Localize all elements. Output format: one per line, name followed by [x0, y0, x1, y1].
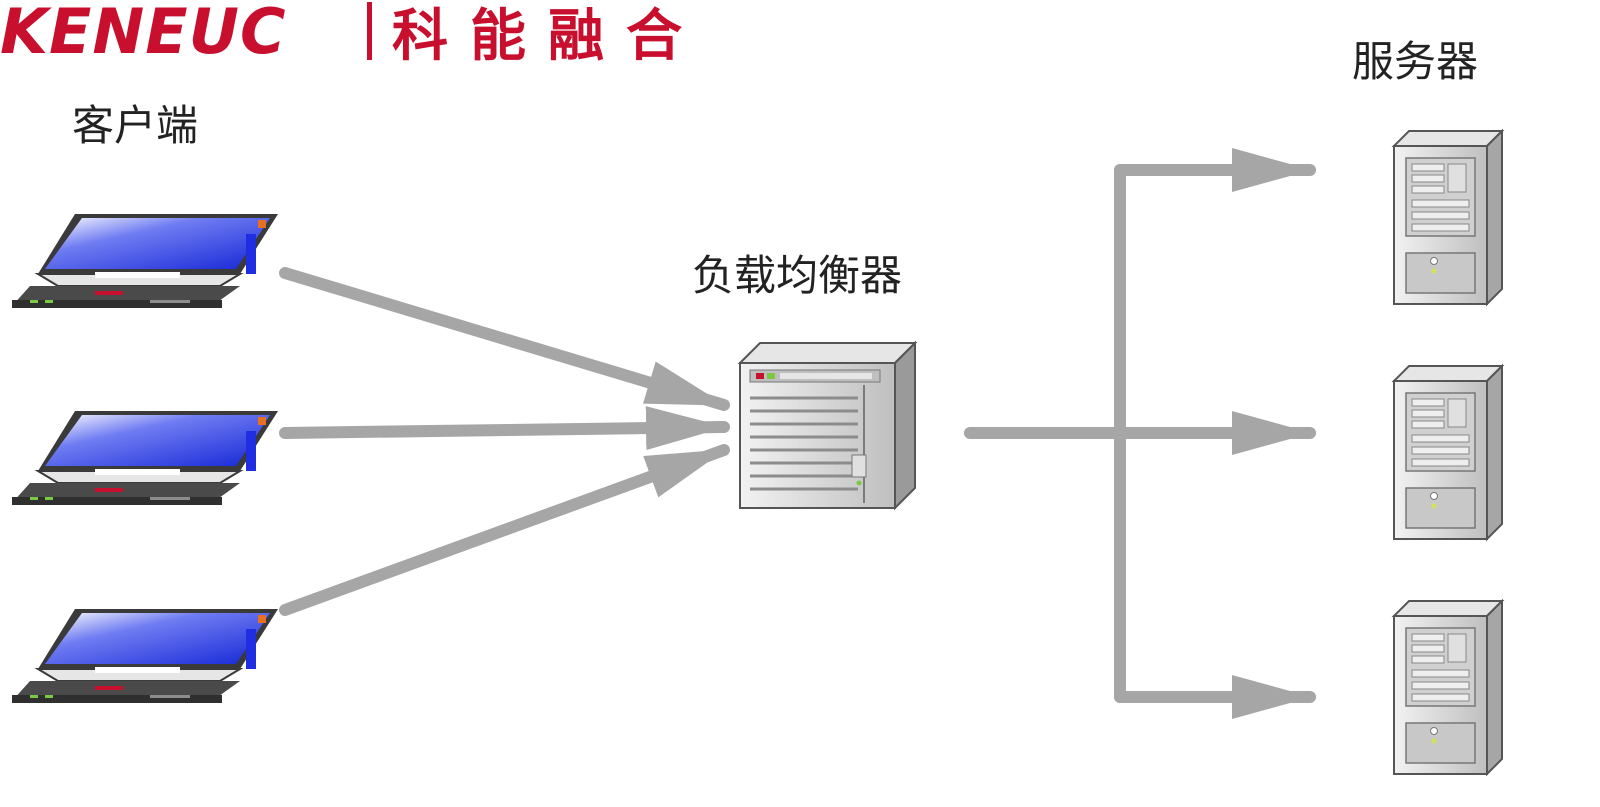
tower-server-icon	[1393, 600, 1503, 775]
tower-server-icon	[1393, 130, 1503, 305]
logo-latin-text: KENEUC	[0, 0, 286, 68]
logo-divider	[367, 2, 372, 60]
client-arrow-3	[279, 444, 730, 616]
client-arrow-1	[279, 267, 730, 411]
servers-label: 服务器	[1352, 37, 1478, 86]
server-rack-icon	[738, 341, 917, 510]
clients-label: 客户端	[72, 101, 198, 150]
laptop-icon	[11, 410, 279, 506]
company-logo: KENEUC 科能融合	[0, 0, 704, 69]
laptop-icon	[11, 608, 279, 704]
client-arrow-2	[279, 406, 730, 451]
logo-chinese-text: 科能融合	[392, 4, 704, 69]
load-balancer-label: 负载均衡器	[692, 251, 902, 300]
laptop-icon	[11, 213, 279, 309]
tower-server-icon	[1393, 365, 1503, 540]
